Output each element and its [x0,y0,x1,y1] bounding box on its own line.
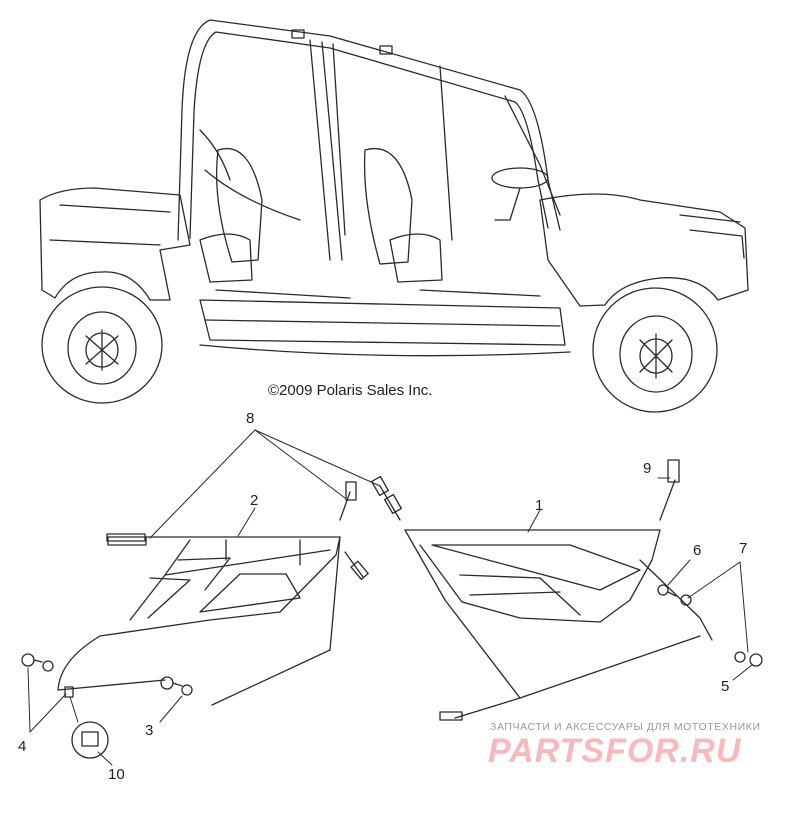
left-side-net-frame [57,481,369,706]
left-strap-buckle [106,533,146,542]
right-upper-strap [667,459,680,483]
callout-10: 10 [108,766,125,783]
callout-4: 4 [18,738,27,755]
watermark-brand: PARTSFOR.RU [488,732,742,770]
right-lower-strap [439,711,463,721]
callout-6: 6 [693,542,702,559]
steering-wheel [491,167,549,221]
right-side-net-frame [371,459,713,721]
callout-9: 9 [643,460,652,477]
seats [199,148,443,283]
vehicle-illustration [39,19,749,413]
roll-cage [177,19,561,261]
hardware-items [21,584,763,759]
leader-lines [27,429,753,766]
left-upper-strap [345,481,357,501]
callout-8: 8 [246,410,255,427]
body-panels [39,187,749,357]
copyright-notice: ©2009 Polaris Sales Inc. [268,382,433,399]
clip-detail-circle [71,721,109,759]
callout-5: 5 [721,678,730,695]
front-wheel [592,287,718,413]
callout-3: 3 [145,722,154,739]
watermark-tagline: ЗАПЧАСТИ И АКСЕССУАРЫ ДЛЯ МОТОТЕХНИКИ [490,721,761,733]
callout-7: 7 [739,540,748,557]
rear-wheel [41,286,163,404]
callout-1: 1 [535,497,544,514]
callout-2: 2 [250,492,259,509]
